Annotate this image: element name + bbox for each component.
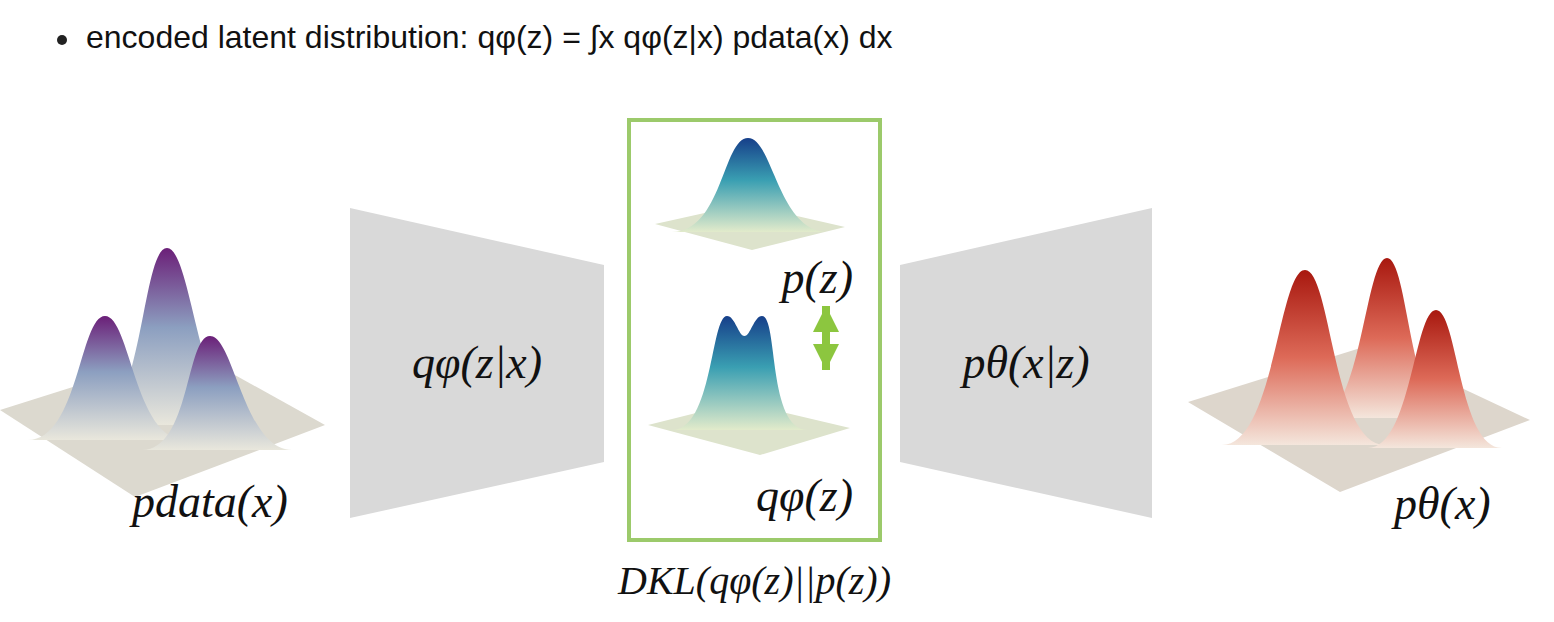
density-peak — [1222, 270, 1385, 445]
posterior-plot: qφ(z) — [641, 372, 871, 522]
density-peak — [672, 138, 828, 232]
decoder-trapezoid: pθ(x|z) — [900, 208, 1152, 518]
distribution-label: pθ(x|z) — [962, 339, 1089, 387]
title-formula: encoded latent distribution: qφ(z) = ∫x … — [86, 20, 893, 55]
encoder-trapezoid: qφ(z|x) — [350, 208, 604, 518]
density-peak — [672, 316, 808, 430]
kl-divergence-label: DKL(qφ(z)||p(z)) — [618, 560, 891, 602]
distribution-label: qφ(z) — [756, 472, 853, 520]
density-peak — [142, 336, 292, 450]
double-arrow — [822, 306, 830, 370]
density-peak — [28, 316, 185, 440]
latent-box: DKL(qφ(z)||p(z))p(z)qφ(z) — [627, 118, 882, 542]
distribution-label: pθ(x) — [1394, 480, 1491, 528]
distribution-label: pdata(x) — [132, 478, 288, 526]
distribution-label: p(z) — [781, 254, 853, 302]
trapezoid-fill — [900, 208, 1152, 518]
trapezoid-fill — [350, 208, 604, 518]
bullet-dot — [57, 35, 67, 45]
density-peak — [1368, 310, 1502, 448]
prior-plot: p(z) — [641, 132, 871, 304]
distribution-label: qφ(z|x) — [412, 339, 542, 387]
